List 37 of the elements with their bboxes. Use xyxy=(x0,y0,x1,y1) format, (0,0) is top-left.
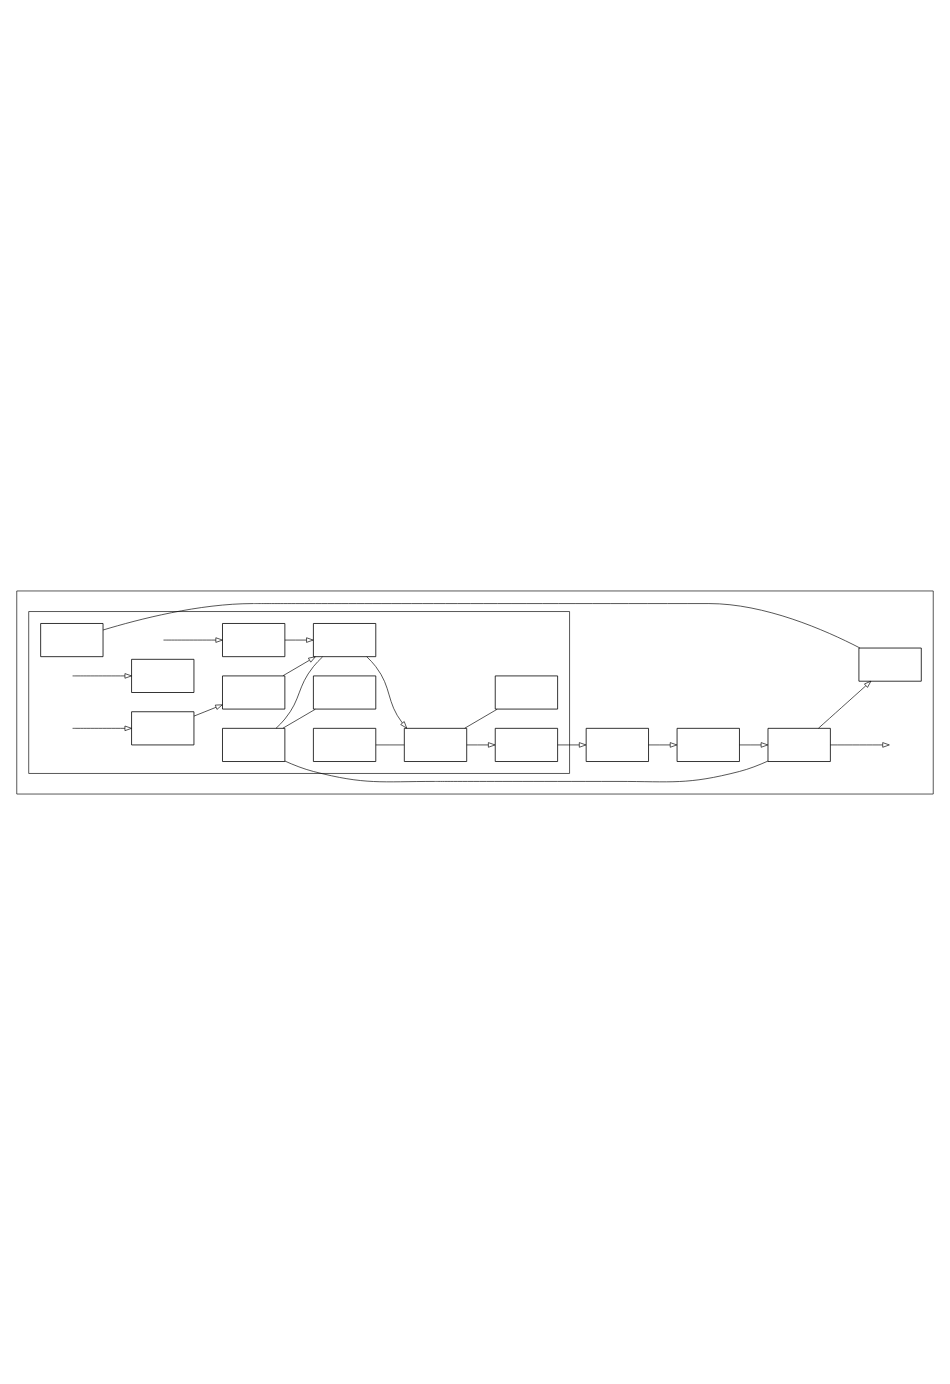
arrow xyxy=(282,656,316,676)
arrow xyxy=(830,741,890,748)
arrow xyxy=(557,741,587,748)
connector xyxy=(275,656,323,729)
arrow xyxy=(72,725,132,731)
connector xyxy=(464,708,498,729)
arrow xyxy=(818,680,872,729)
node-box xyxy=(494,675,558,709)
node-box xyxy=(222,622,286,657)
node-box xyxy=(222,675,286,709)
node-box xyxy=(494,727,558,762)
connector xyxy=(282,708,316,729)
arrow xyxy=(72,672,132,679)
node-box xyxy=(313,727,377,762)
node-box xyxy=(676,727,740,762)
arrow xyxy=(193,703,223,716)
connector xyxy=(284,760,769,782)
arrow xyxy=(284,636,314,643)
node-box xyxy=(131,658,195,693)
node-box xyxy=(403,727,468,762)
node-box xyxy=(40,622,104,657)
arrow xyxy=(466,741,496,748)
node-box xyxy=(222,727,286,762)
node-box xyxy=(858,647,922,682)
node-box xyxy=(313,622,377,657)
arrow xyxy=(648,741,678,748)
arrow xyxy=(739,741,769,748)
node-box xyxy=(131,710,195,745)
node-box xyxy=(767,727,831,762)
cluster xyxy=(28,610,570,774)
arrow xyxy=(163,636,223,643)
connector xyxy=(375,744,405,745)
node-box xyxy=(313,675,377,709)
node-box xyxy=(585,727,649,762)
connector xyxy=(102,602,861,648)
cluster xyxy=(16,590,934,794)
arrow xyxy=(366,655,408,728)
